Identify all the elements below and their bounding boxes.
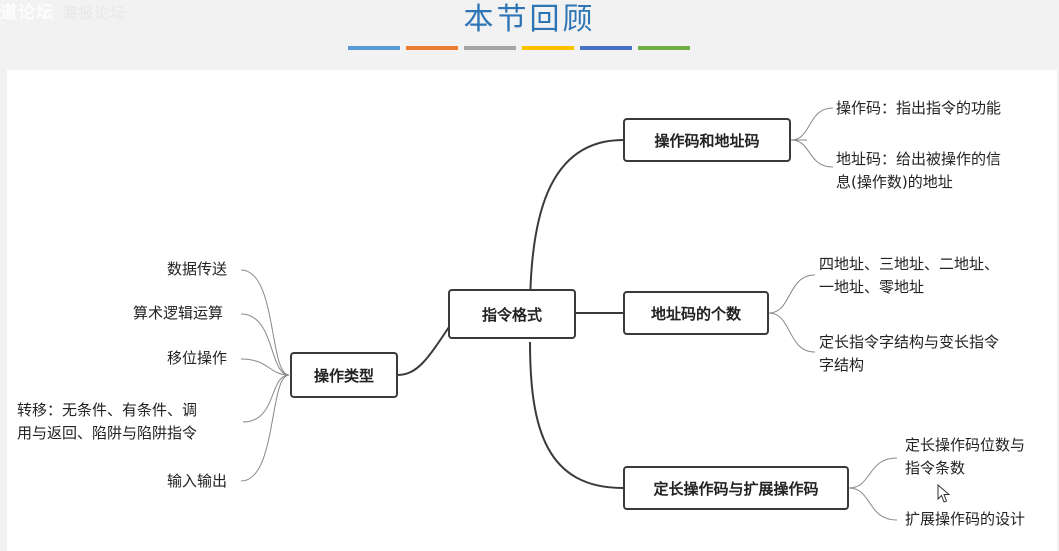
slide-title: 本节回顾 — [463, 2, 596, 37]
link-eo-1 — [848, 457, 898, 489]
watermark-text: 道论坛 — [0, 3, 54, 23]
link-ac-1 — [768, 274, 816, 314]
node-extended-opcode: 定长操作码与扩展操作码 — [623, 466, 849, 510]
link-op-3 — [240, 358, 290, 376]
color-bar-3 — [464, 46, 516, 50]
link-root-extended-opcode — [529, 341, 624, 489]
link-eo-2 — [848, 487, 898, 521]
link-ac-2 — [768, 312, 816, 353]
leaf-address-line1: 地址码：给出被操作的信 — [836, 150, 1002, 168]
link-oa-1 — [790, 107, 834, 141]
link-root-opcode-address — [529, 139, 624, 314]
node-opcode-address: 操作码和地址码 — [623, 118, 791, 162]
watermark: 道论坛海报论坛 — [0, 0, 127, 23]
mindmap-connectors — [240, 107, 898, 521]
link-op-4 — [242, 374, 290, 423]
node-address-count: 地址码的个数 — [623, 291, 769, 335]
leaf-addr-count-line1: 四地址、三地址、二地址、 — [819, 255, 1000, 273]
leaf-arith-logic: 算术逻辑运算 — [133, 304, 224, 322]
mouse-cursor-icon — [937, 484, 951, 503]
color-bar-1 — [348, 46, 400, 50]
leaf-data-transfer: 数据传送 — [167, 260, 228, 278]
leaf-fixed-variable-line2: 字结构 — [819, 356, 865, 374]
color-bar-4 — [522, 46, 574, 50]
node-operation-types: 操作类型 — [290, 352, 398, 398]
mindmap-canvas: 指令格式 操作类型 操作码和地址码 地址码的个数 定长操作码与扩展操作码 数据传… — [7, 70, 1057, 551]
leaf-transfer-line2: 用与返回、陷阱与陷阱指令 — [17, 424, 198, 442]
leaf-fixed-opcode-line1: 定长操作码位数与 — [905, 436, 1026, 454]
link-root-operation-types — [396, 326, 450, 376]
color-bar-5 — [580, 46, 632, 50]
watermark-faint-text: 海报论坛 — [62, 4, 127, 22]
leaf-fixed-opcode-line2: 指令条数 — [905, 459, 966, 477]
color-bar-6 — [638, 46, 690, 50]
leaf-extended-design: 扩展操作码的设计 — [905, 510, 1026, 528]
node-root: 指令格式 — [448, 289, 576, 339]
leaf-shift: 移位操作 — [167, 349, 228, 367]
leaf-addr-count-line2: 一地址、零地址 — [819, 278, 925, 296]
leaf-address-line2: 息(操作数)的地址 — [836, 173, 953, 191]
leaf-opcode: 操作码：指出指令的功能 — [836, 99, 1002, 117]
leaf-io: 输入输出 — [167, 472, 228, 490]
link-op-5 — [240, 374, 290, 482]
link-op-2 — [240, 313, 290, 376]
link-oa-2 — [790, 139, 834, 168]
link-op-1 — [240, 269, 290, 376]
leaf-transfer-line1: 转移：无条件、有条件、调 — [17, 401, 198, 419]
color-bar-2 — [406, 46, 458, 50]
leaf-fixed-variable-line1: 定长指令字结构与变长指令 — [819, 333, 1000, 351]
